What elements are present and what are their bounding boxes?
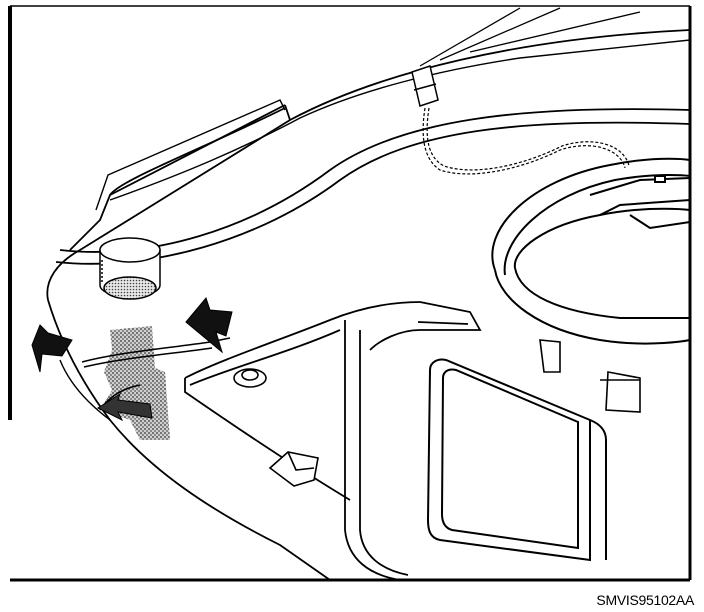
right-brackets (539, 339, 641, 413)
round-fastener (233, 368, 267, 388)
fastener-shading (100, 326, 170, 440)
panel-pocket (426, 358, 607, 562)
lamp-console (491, 157, 691, 345)
frame-border (8, 5, 692, 582)
center-arrow-icon (185, 296, 233, 354)
clip (411, 65, 439, 107)
headliner-outline (46, 29, 691, 581)
lower-panel (184, 301, 482, 581)
down-arrow-icon (96, 392, 153, 422)
left-edge-detail (59, 359, 111, 421)
speaker-assembly (99, 237, 161, 300)
figure-code: SMVIS95102AA (596, 592, 694, 608)
bottom-clip (268, 451, 319, 487)
windshield-lines (419, 7, 641, 67)
left-arrow-icon (31, 324, 73, 373)
visor-rim (95, 39, 691, 211)
wire-route (422, 107, 630, 175)
